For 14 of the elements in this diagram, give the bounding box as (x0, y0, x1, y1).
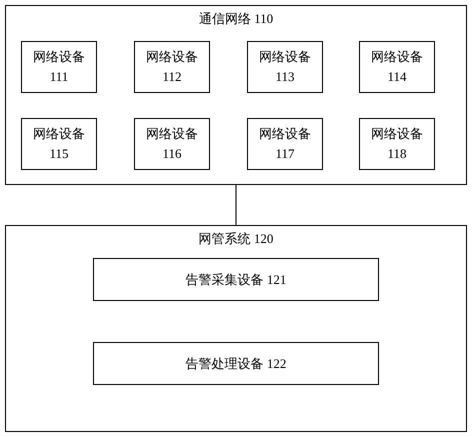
device-box: 网络设备117 (247, 118, 323, 170)
device-box: 网络设备115 (21, 118, 97, 170)
device-box: 网络设备112 (134, 41, 210, 93)
device-box: 告警处理设备 122 (93, 342, 379, 385)
device-box: 告警采集设备 121 (93, 258, 379, 301)
system-panel (5, 225, 467, 432)
panel-title: 网管系统 120 (198, 230, 274, 248)
network-panel (5, 5, 467, 185)
panel-title: 通信网络 110 (198, 10, 274, 28)
device-box: 网络设备116 (134, 118, 210, 170)
device-box: 网络设备114 (359, 41, 435, 93)
device-box: 网络设备111 (21, 41, 97, 93)
device-box: 网络设备118 (359, 118, 435, 170)
device-box: 网络设备113 (247, 41, 323, 93)
